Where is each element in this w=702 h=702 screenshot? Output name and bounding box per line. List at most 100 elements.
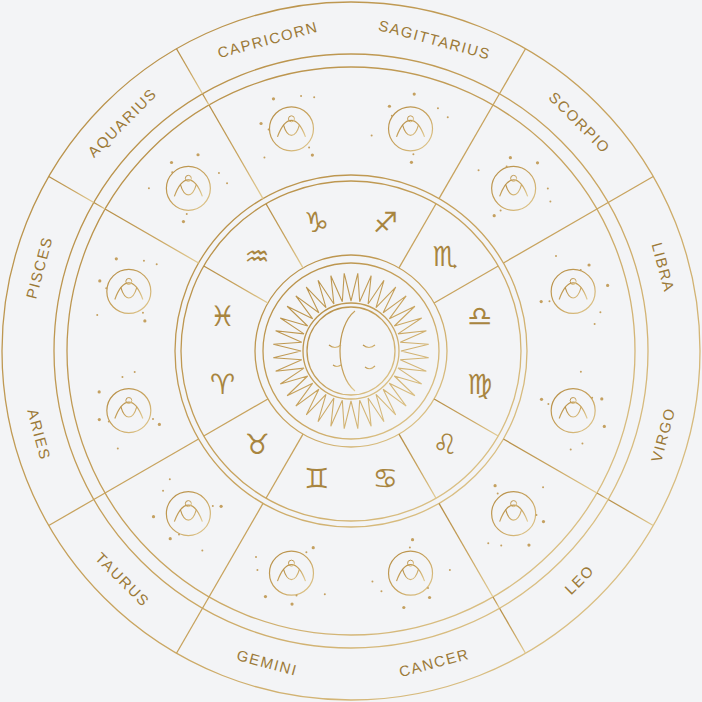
- star-dot: [268, 129, 270, 131]
- star-dot: [186, 213, 188, 215]
- ring-divider: [105, 209, 199, 263]
- star-dot: [226, 182, 228, 184]
- star-dot: [437, 107, 439, 109]
- star-dot: [259, 122, 262, 125]
- star-dot: [493, 214, 496, 217]
- ring-divider: [493, 94, 500, 105]
- star-dot: [134, 371, 136, 373]
- star-dot: [311, 153, 314, 156]
- star-dot: [121, 376, 123, 378]
- star-dot: [570, 448, 572, 450]
- star-dot: [493, 484, 496, 487]
- sign-name: LIBRA: [649, 241, 677, 294]
- ring-divider: [503, 209, 597, 263]
- ring-divider: [350, 447, 351, 521]
- star-dot: [182, 220, 185, 223]
- ring-divider: [94, 493, 105, 500]
- sign-figure: [478, 156, 552, 217]
- star-dot: [427, 587, 429, 589]
- ring-divider: [439, 105, 493, 199]
- star-dot: [478, 169, 480, 171]
- ring-divider: [2, 350, 54, 351]
- star-dot: [178, 533, 180, 535]
- ring-divider: [177, 49, 203, 94]
- star-dot: [549, 200, 551, 202]
- sign-glyph: ♏: [432, 243, 457, 271]
- star-dot: [196, 153, 199, 156]
- star-dot: [218, 172, 220, 174]
- star-dot: [527, 543, 530, 546]
- star-dot: [391, 115, 393, 117]
- ring-circle: [181, 181, 521, 521]
- ring-divider: [203, 597, 210, 608]
- ring-circle: [54, 54, 648, 648]
- ring-divider: [209, 503, 263, 597]
- ring-divider: [399, 204, 436, 268]
- sign-name: CANCER: [398, 646, 472, 679]
- ring-divider: [500, 608, 526, 653]
- ring-divider: [67, 350, 175, 351]
- sign-name: VIRGO: [649, 406, 678, 464]
- star-dot: [117, 447, 119, 449]
- star-dot: [542, 486, 544, 488]
- sign-glyph: ♓: [210, 303, 235, 331]
- star-dot: [599, 311, 601, 313]
- sign-glyph: ♑: [304, 209, 329, 237]
- sign-figure: [98, 371, 161, 449]
- sign-figure: [255, 546, 326, 606]
- star-dot: [606, 284, 609, 287]
- star-dot: [542, 520, 545, 523]
- sign-name: CAPRICORN: [215, 18, 319, 59]
- sign-figure: [152, 478, 223, 551]
- star-dot: [272, 97, 275, 100]
- ring-divider: [350, 635, 351, 648]
- star-dot: [535, 514, 537, 516]
- star-dot: [581, 442, 583, 444]
- sign-glyph: ♌: [432, 431, 457, 459]
- ring-divider: [350, 54, 351, 67]
- ring-divider: [439, 503, 493, 597]
- star-dot: [142, 312, 144, 314]
- star-dot: [324, 593, 326, 595]
- sign-figure: [371, 92, 449, 164]
- star-dot: [152, 418, 154, 420]
- ring-divider: [105, 439, 199, 493]
- sign-figure: [371, 538, 450, 609]
- star-dot: [143, 260, 145, 262]
- ring-divider: [54, 350, 67, 351]
- star-dot: [509, 156, 512, 159]
- star-dot: [308, 146, 310, 148]
- ring-divider: [350, 181, 351, 255]
- star-dot: [296, 594, 298, 596]
- star-dot: [371, 581, 373, 583]
- star-dot: [108, 421, 110, 423]
- sign-glyph: ♐: [373, 209, 398, 237]
- sun-moon-emblem: [273, 273, 428, 428]
- sign-name: ARIES: [25, 407, 53, 462]
- sign-name: LEO: [562, 562, 597, 597]
- star-dot: [115, 257, 118, 260]
- ring-divider: [503, 439, 597, 493]
- ring-divider: [181, 350, 255, 351]
- star-dot: [98, 390, 101, 393]
- ring-divider: [399, 434, 436, 498]
- sign-name: PISCES: [23, 235, 54, 301]
- star-dot: [148, 187, 150, 189]
- ring-circle: [255, 255, 447, 447]
- star-dot: [497, 493, 499, 495]
- sign-glyph: ♒: [244, 243, 269, 271]
- star-dot: [170, 161, 173, 164]
- star-dot: [212, 505, 214, 507]
- sign-glyph: ♋: [373, 465, 398, 493]
- star-dot: [98, 279, 101, 282]
- star-dot: [264, 595, 267, 598]
- ring-divider: [648, 350, 700, 351]
- star-dot: [313, 96, 315, 98]
- star-dot: [600, 397, 603, 400]
- star-dot: [402, 606, 405, 609]
